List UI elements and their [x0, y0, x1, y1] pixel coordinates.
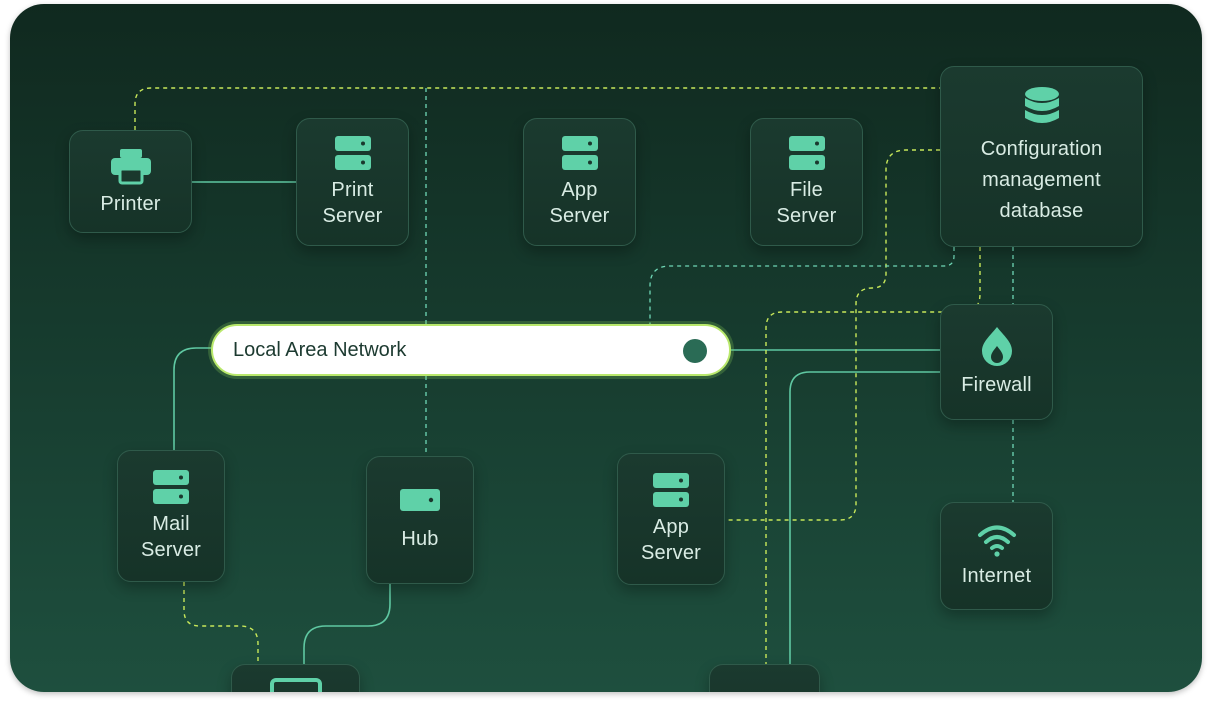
app-server-top-node[interactable]: App Server [523, 118, 636, 246]
printer-icon [110, 148, 151, 184]
link-mail-workstation [183, 582, 259, 666]
link-cmdb-bottom-device [765, 247, 981, 666]
monitor-icon [269, 678, 322, 692]
workstation-node-partial[interactable] [231, 664, 360, 692]
firewall-label: Firewall [961, 374, 1032, 396]
server-icon [653, 473, 689, 507]
app-server-bottom-label: App Server [640, 516, 702, 564]
cmdb-label: Configuration management database [980, 138, 1103, 222]
local-area-network-bar[interactable]: Local Area Network [211, 324, 731, 376]
app-server-bottom-node[interactable]: App Server [617, 453, 725, 585]
server-icon [561, 136, 598, 170]
link-printer-cmdb [134, 87, 940, 130]
mail-server-label: Mail Server [140, 513, 202, 561]
file-server-label: File Server [776, 179, 837, 227]
link-lan-mailserver [173, 347, 211, 450]
lan-status-dot [683, 339, 707, 363]
hub-label: Hub [401, 528, 439, 550]
internet-label: Internet [961, 565, 1032, 587]
firewall-node[interactable]: Firewall [940, 304, 1053, 420]
link-firewall-bottom-device [789, 371, 940, 692]
wifi-icon [977, 525, 1016, 557]
internet-node[interactable]: Internet [940, 502, 1053, 610]
printer-label: Printer [100, 192, 161, 215]
hub-node[interactable]: Hub [366, 456, 474, 584]
printer-node[interactable]: Printer [69, 130, 192, 233]
link-cmdb-lan [649, 247, 955, 324]
flame-icon [981, 327, 1012, 366]
network-diagram-canvas: Printer Print Server App Server File Ser… [10, 4, 1202, 692]
hub-icon [400, 489, 440, 511]
app-server-top-label: App Server [549, 179, 610, 227]
lan-label: Local Area Network [233, 338, 407, 361]
database-icon [1024, 87, 1059, 123]
link-cmdb-appserver-bottom [725, 149, 940, 521]
cmdb-node[interactable]: Configuration management database [940, 66, 1143, 247]
server-icon [153, 470, 189, 504]
device-node-partial[interactable] [709, 664, 820, 692]
server-icon [788, 136, 825, 170]
print-server-label: Print Server [322, 179, 383, 227]
file-server-node[interactable]: File Server [750, 118, 863, 246]
mail-server-node[interactable]: Mail Server [117, 450, 225, 582]
connection-lines [134, 87, 1014, 692]
server-icon [334, 136, 371, 170]
link-hub-workstation [303, 584, 391, 666]
print-server-node[interactable]: Print Server [296, 118, 409, 246]
